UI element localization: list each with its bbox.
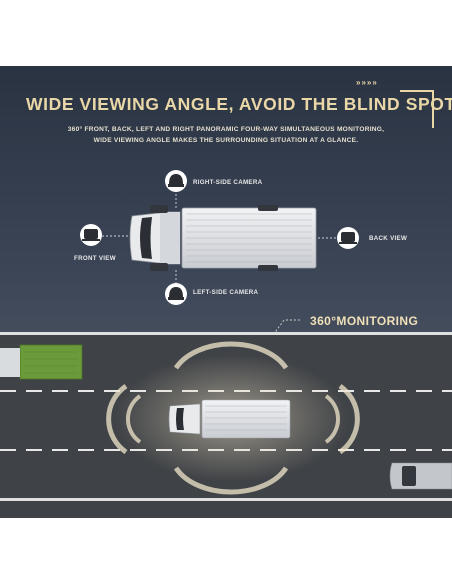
frame-decoration-top bbox=[400, 90, 410, 92]
back-camera-icon bbox=[337, 227, 359, 249]
silver-car bbox=[389, 462, 452, 490]
center-truck bbox=[168, 399, 291, 439]
top-truck bbox=[129, 205, 317, 271]
illustration bbox=[0, 170, 452, 518]
green-truck bbox=[0, 344, 83, 380]
frame-decoration bbox=[410, 90, 434, 128]
arrows-decoration: »»»» bbox=[356, 78, 378, 87]
monitoring-label: 360°MONITORING bbox=[310, 314, 419, 328]
right-camera-label: RIGHT-SIDE CAMERA bbox=[193, 179, 263, 186]
subtitle-line-1: 360° FRONT, BACK, LEFT AND RIGHT PANORAM… bbox=[67, 126, 385, 133]
left-camera-label: LEFT-SIDE CAMERA bbox=[193, 289, 259, 296]
right-camera-icon bbox=[165, 170, 187, 192]
left-camera-icon bbox=[165, 283, 187, 305]
back-view-label: BACK VIEW bbox=[369, 235, 408, 242]
page-title: WIDE VIEWING ANGLE, AVOID THE BLIND SPOT bbox=[26, 94, 452, 114]
front-camera-icon bbox=[80, 224, 102, 246]
poster: »»»» WIDE VIEWING ANGLE, AVOID THE BLIND… bbox=[0, 66, 452, 518]
front-view-label: FRONT VIEW bbox=[74, 255, 116, 262]
subtitle-line-2: WIDE VIEWING ANGLE MAKES THE SURROUNDING… bbox=[93, 137, 359, 144]
